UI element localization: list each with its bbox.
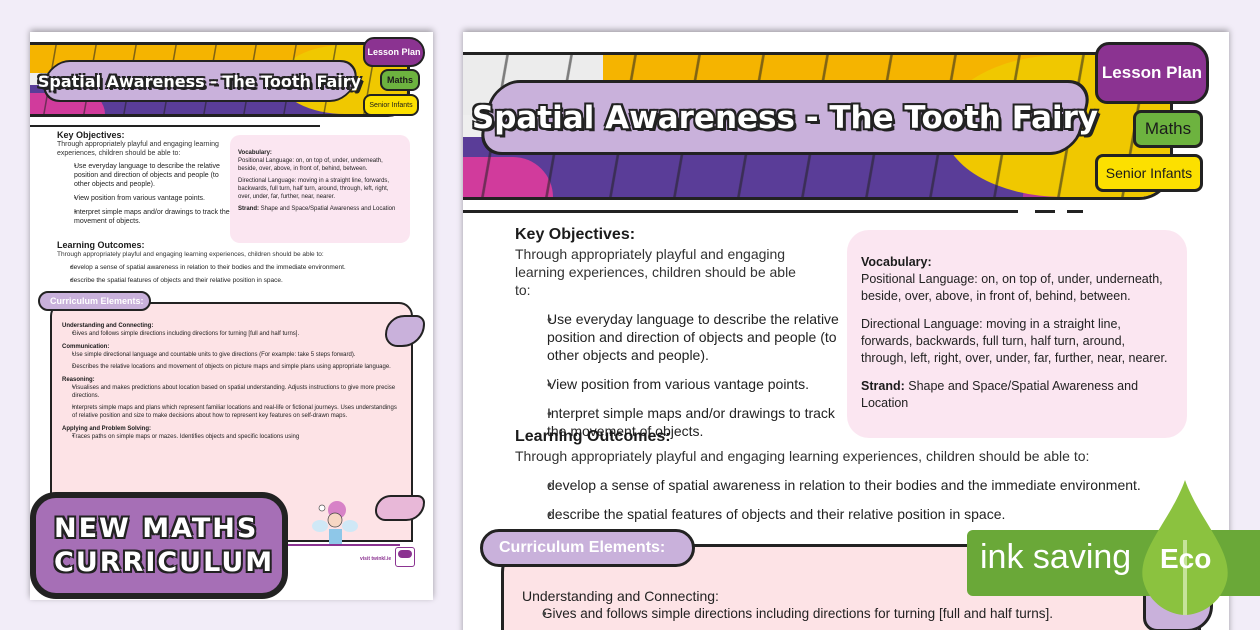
page-title: Spatial Awareness - The Tooth Fairy: [471, 99, 1099, 136]
vocabulary-box: Vocabulary: Positional Language: on, on …: [230, 135, 410, 243]
decorative-blob: [385, 315, 425, 347]
objective-item: View position from various vantage point…: [515, 375, 845, 393]
lesson-plan-tag: Lesson Plan: [1095, 42, 1209, 104]
objective-item: Interpret simple maps and/or drawings to…: [57, 208, 232, 226]
twinkl-logo: [395, 547, 415, 567]
outcome-item: develop a sense of spatial awareness in …: [515, 476, 1215, 494]
maths-tag: Maths: [380, 69, 420, 91]
senior-infants-tag: Senior Infants: [363, 94, 419, 116]
outcome-item: describe the spatial features of objects…: [57, 276, 417, 285]
page-title-plate: Spatial Awareness - The Tooth Fairy: [472, 80, 1098, 155]
decorative-blob: [375, 495, 425, 521]
learning-outcomes: Learning Outcomes: Through appropriately…: [515, 427, 1215, 523]
objective-item: Use everyday language to describe the re…: [515, 310, 845, 364]
objective-item: Interpret simple maps and/or drawings to…: [515, 404, 835, 440]
objective-item: View position from various vantage point…: [57, 194, 232, 203]
curriculum-tab: Curriculum Elements:: [480, 529, 695, 567]
eco-word: Eco: [1160, 543, 1212, 574]
divider-dash: [1067, 210, 1083, 213]
page-title-plate: Spatial Awareness - The Tooth Fairy: [38, 60, 362, 102]
leaf-drop-icon: [1142, 480, 1228, 615]
eco-label: ink saving: [980, 538, 1132, 576]
page-title: Spatial Awareness - The Tooth Fairy: [38, 71, 362, 91]
new-maths-curriculum-badge: NEW MATHS CURRICULUM: [30, 492, 288, 599]
outcome-item: describe the spatial features of objects…: [515, 505, 1215, 523]
twinkl-link[interactable]: visit twinkl.ie: [360, 556, 392, 562]
outcome-item: develop a sense of spatial awareness in …: [57, 263, 417, 272]
divider: [30, 125, 320, 127]
objective-item: Use everyday language to describe the re…: [57, 162, 232, 189]
page-detail: Spatial Awareness - The Tooth Fairy Less…: [463, 32, 1229, 630]
tooth-fairy-illustration: [312, 501, 358, 544]
vocabulary-box: Vocabulary: Positional Language: on, on …: [847, 230, 1187, 438]
learning-outcomes: Learning Outcomes: Through appropriately…: [57, 241, 417, 286]
curriculum-tab: Curriculum Elements:: [38, 291, 151, 311]
divider: [463, 210, 1018, 213]
divider-dash: [1035, 210, 1055, 213]
senior-infants-tag: Senior Infants: [1095, 154, 1203, 192]
maths-tag: Maths: [1133, 110, 1203, 148]
lesson-plan-tag: Lesson Plan: [363, 37, 425, 67]
key-objectives: Key Objectives: Through appropriately pl…: [57, 131, 232, 226]
key-objectives: Key Objectives: Through appropriately pl…: [515, 225, 845, 440]
